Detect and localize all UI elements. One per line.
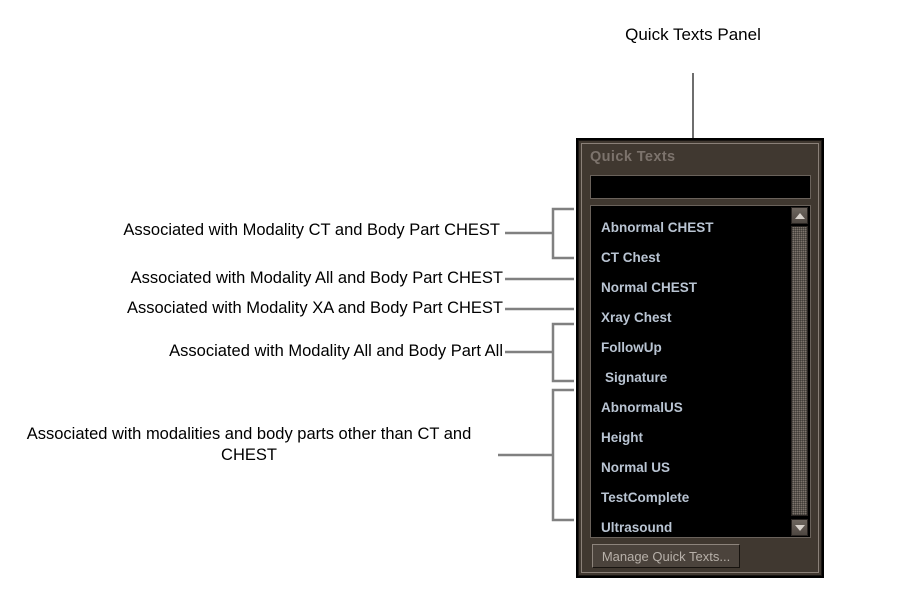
annotation-modality-xa-chest: Associated with Modality XA and Body Par… [126, 299, 503, 317]
quick-text-item[interactable]: AbnormalUS [601, 400, 683, 415]
panel-title: Quick Texts [590, 149, 676, 165]
listbox-scrollbar[interactable] [790, 206, 810, 537]
quick-text-item[interactable]: Normal CHEST [601, 280, 698, 295]
quick-text-item[interactable]: FollowUp [601, 340, 662, 355]
annotation-modality-all-all: Associated with Modality All and Body Pa… [169, 342, 503, 360]
quick-text-item[interactable]: TestComplete [601, 490, 690, 505]
annotation-modality-all-chest: Associated with Modality All and Body Pa… [130, 269, 503, 287]
quick-text-item[interactable]: Normal US [601, 460, 671, 475]
scrollbar-down-button[interactable] [791, 519, 808, 536]
callout-quick-texts-panel: Quick Texts Panel [625, 25, 761, 44]
quick-text-item[interactable]: Ultrasound [601, 520, 673, 535]
quick-texts-search-input[interactable] [590, 175, 811, 199]
annotation-other-modalities: Associated with modalities and body part… [26, 425, 472, 464]
scrollbar-up-button[interactable] [791, 207, 808, 224]
triangle-up-icon [794, 212, 805, 219]
quick-text-item[interactable]: Signature [605, 370, 668, 385]
panel-inner-frame [581, 143, 819, 573]
quick-text-item[interactable]: Abnormal CHEST [601, 220, 714, 235]
scrollbar-thumb[interactable] [791, 226, 808, 516]
quick-text-item[interactable]: Xray Chest [601, 310, 672, 325]
triangle-down-icon [794, 524, 805, 531]
quick-text-item[interactable]: Height [601, 430, 643, 445]
annotation-modality-ct-chest: Associated with Modality CT and Body Par… [123, 221, 500, 239]
quick-text-item[interactable]: CT Chest [601, 250, 661, 265]
manage-quick-texts-button[interactable]: Manage Quick Texts... [592, 544, 740, 568]
